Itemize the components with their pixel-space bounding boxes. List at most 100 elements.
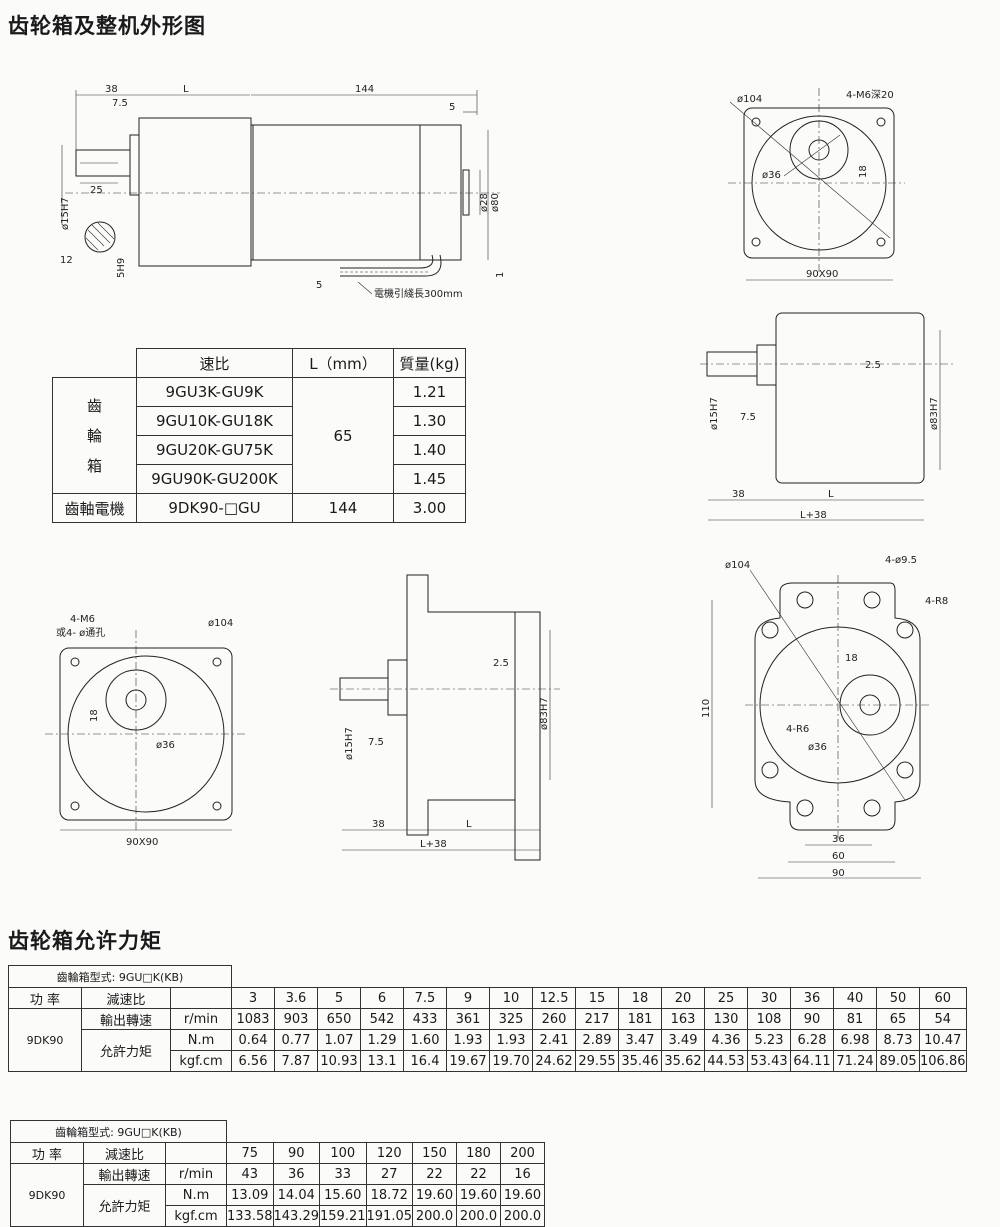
torque-kgf-cell: 53.43 <box>747 1050 791 1072</box>
dim-5h9: 5H9 <box>116 258 127 278</box>
torque-kgf-cell: 133.58 <box>226 1205 274 1227</box>
torque-kgf-cell: 7.87 <box>274 1050 318 1072</box>
speed-cell: 433 <box>403 1008 447 1030</box>
ratio-cell: 15 <box>575 987 619 1009</box>
ratio-cell: 7.5 <box>403 987 447 1009</box>
torque-nm-cell: 15.60 <box>319 1184 367 1206</box>
torque-kgf-cell: 159.21 <box>319 1205 367 1227</box>
torque-kgf-cell: 200.0 <box>456 1205 501 1227</box>
dim-104: ø104 <box>725 560 750 571</box>
holes-9-5: 4-ø9.5 <box>885 555 917 566</box>
ratio-cell: 36 <box>790 987 834 1009</box>
dim-L: L <box>466 819 472 830</box>
torque-nm-cell: 19.60 <box>500 1184 545 1206</box>
drawing-gearbox-side-mid: 2.5 ø83H7 ø15H7 7.5 38 L L+38 <box>330 574 560 861</box>
torque-nm-cell: 2.89 <box>575 1029 619 1051</box>
speed-cell: 1083 <box>231 1008 275 1030</box>
dim-36: ø36 <box>156 740 175 751</box>
torque-kgf-cell: 44.53 <box>704 1050 748 1072</box>
ratio-cell: 120 <box>365 1142 413 1164</box>
torque-nm-cell: 1.07 <box>317 1029 361 1051</box>
speed-cell: 260 <box>532 1008 576 1030</box>
torque-kgf-cell: 200.0 <box>500 1205 545 1227</box>
ratio-cell: 6 <box>360 987 404 1009</box>
dim-110: 110 <box>701 699 712 718</box>
torque-kgf-cell: 10.93 <box>317 1050 361 1072</box>
drawing-gearbox-face-top: ø104 4-M6深20 ø36 18 90X90 <box>728 88 905 281</box>
speed-cell: 54 <box>919 1008 967 1030</box>
torque-kgf-cell: 35.46 <box>618 1050 662 1072</box>
dim-90x90: 90X90 <box>126 837 158 848</box>
dim-60: 60 <box>832 851 845 862</box>
table-row: 齒軸電機 9DK90-□GU 144 3.00 <box>52 493 466 523</box>
torque-nm-cell: 6.28 <box>790 1029 834 1051</box>
ratio-cell: 3.6 <box>274 987 318 1009</box>
dim-90: 90 <box>832 868 845 879</box>
torque-nm-cell: 0.64 <box>231 1029 275 1051</box>
speed-cell: 542 <box>360 1008 404 1030</box>
speed-cell: 36 <box>272 1163 320 1185</box>
ratio-cell: 90 <box>272 1142 320 1164</box>
dim-L-38: L+38 <box>420 839 447 850</box>
dim-36: ø36 <box>762 170 781 181</box>
table-row: 齒 輪 箱 9GU3K-GU9K 65 1.21 <box>52 377 466 494</box>
torque-kgf-cell: 16.4 <box>403 1050 447 1072</box>
dim-36: 36 <box>832 834 845 845</box>
dim-36-circle: ø36 <box>808 742 827 753</box>
dim-83h7: ø83H7 <box>929 397 940 430</box>
torque-kgf-cell: 19.70 <box>489 1050 533 1072</box>
torque-nm-cell: 6.98 <box>833 1029 877 1051</box>
header-ratio: 速比 <box>136 348 293 378</box>
dim-7-5: 7.5 <box>740 412 756 423</box>
speed-cell: 43 <box>226 1163 274 1185</box>
spec-table: 速比 L（mm） 質量(kg) 齒 輪 箱 9GU3K-GU9K 65 1.21… <box>52 348 466 523</box>
torque-nm-cell: 1.60 <box>403 1029 447 1051</box>
header-mass: 質量(kg) <box>393 348 466 378</box>
torque-kgf-cell: 29.55 <box>575 1050 619 1072</box>
ratio-cell: 100 <box>319 1142 367 1164</box>
dim-18: 18 <box>858 165 869 178</box>
holes-m6: 4-M6深20 <box>846 89 894 101</box>
speed-cell: 16 <box>500 1163 545 1185</box>
torque-nm-cell: 0.77 <box>274 1029 318 1051</box>
speed-cell: 22 <box>412 1163 457 1185</box>
speed-cell: 163 <box>661 1008 705 1030</box>
torque-kgf-cell: 200.0 <box>412 1205 457 1227</box>
lead-length-label: 電機引綫長300mm <box>374 287 463 300</box>
dim-28: ø28 <box>479 193 490 212</box>
torque-nm-cell: 13.09 <box>226 1184 274 1206</box>
dim-2-5: 2.5 <box>493 658 509 669</box>
dim-15h7: ø15H7 <box>344 727 355 760</box>
torque-nm-cell: 3.47 <box>618 1029 662 1051</box>
ratio-cell: 200 <box>500 1142 545 1164</box>
dim-5-bottom: 5 <box>316 280 322 291</box>
dim-1: 1 <box>495 272 506 278</box>
dim-83h7: ø83H7 <box>539 697 550 730</box>
ratio-cell: 20 <box>661 987 705 1009</box>
dim-38: 38 <box>372 819 385 830</box>
dim-38: 38 <box>732 489 745 500</box>
torque-kgf-cell: 106.86 <box>919 1050 967 1072</box>
dim-7-5: 7.5 <box>112 98 128 109</box>
gearbox-type-label: 齒輪箱型式: 9GU□K(KB) <box>8 965 232 988</box>
torque-kgf-cell: 13.1 <box>360 1050 404 1072</box>
radius-r6: 4-R6 <box>786 724 809 735</box>
ratio-cell: 3 <box>231 987 275 1009</box>
torque-nm-cell: 4.36 <box>704 1029 748 1051</box>
section-title-outline: 齿轮箱及整机外形图 <box>8 14 206 38</box>
dim-L-38: L+38 <box>800 510 827 521</box>
speed-cell: 130 <box>704 1008 748 1030</box>
header-length: L（mm） <box>292 348 394 378</box>
group-gearbox: 齒 輪 箱 <box>52 377 137 494</box>
holes-through-alt: 或4- ø通孔 <box>56 627 105 639</box>
dim-25: 25 <box>90 185 103 196</box>
holes-m6: 4-M6 <box>70 614 95 625</box>
